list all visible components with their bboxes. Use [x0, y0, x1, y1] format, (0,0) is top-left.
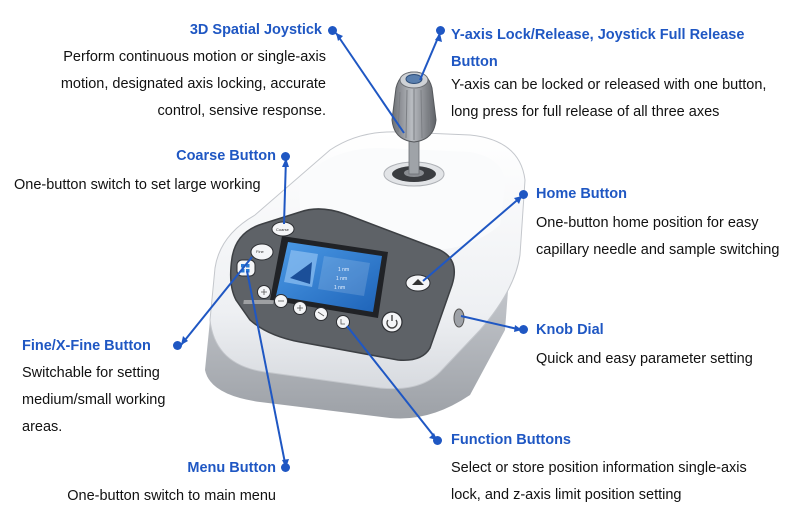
arrow-coarse [282, 158, 289, 167]
yaxis-desc: Y-axis can be locked or released with on… [451, 77, 767, 120]
callout-dot-menu [281, 463, 290, 472]
screen-line-3: 1 nm [334, 285, 345, 291]
callout-dot-fine [173, 341, 182, 350]
yaxis-title: Y-axis Lock/Release, Joystick Full Relea… [451, 27, 745, 70]
home-icon [412, 279, 424, 285]
menu-title: Menu Button [187, 460, 276, 476]
coarse-key [271, 221, 295, 237]
callout-dot-coarse [281, 152, 290, 161]
joystick-desc: Perform continuous motion or single-axis… [60, 49, 326, 119]
callout-dot-knob [519, 325, 528, 334]
leader-home [422, 195, 523, 282]
power-key [381, 311, 403, 333]
screen-ramp [290, 262, 312, 284]
function-title: Function Buttons [451, 432, 572, 448]
callout-dot-function [433, 436, 442, 445]
power-icon [386, 319, 398, 329]
leader-coarse [283, 157, 287, 225]
screen-line-1: 1 nm [338, 267, 349, 273]
arrow-fine [181, 336, 188, 345]
coarse-key-label: Coarse [276, 227, 290, 232]
leader-joystick [335, 32, 405, 134]
fine-key-label: Fine [256, 249, 265, 254]
home-title: Home Button [536, 186, 628, 202]
fine-desc: Switchable for setting medium/small work… [22, 365, 166, 435]
leader-yaxis [419, 32, 441, 81]
leader-function [346, 325, 438, 441]
function-button-5 [336, 315, 350, 329]
callout-dot-yaxis [436, 26, 445, 35]
fine-key [250, 243, 274, 261]
knob-title: Knob Dial [536, 322, 604, 338]
home-desc: One-button home position for easy capill… [536, 215, 780, 258]
yaxis-button [405, 74, 423, 84]
screen-panel-right [318, 256, 370, 296]
menu-grid-icon [241, 264, 250, 273]
screen-line-2: 1 nm [336, 276, 347, 282]
leader-knob [460, 315, 523, 331]
arrow-joystick [336, 33, 343, 41]
menu-desc: One-button switch to main menu [67, 488, 276, 504]
leader-menu [246, 270, 287, 469]
leader-fine [180, 256, 253, 346]
coarse-desc: One-button switch to set large working [14, 177, 261, 193]
coarse-title: Coarse Button [176, 148, 276, 164]
function-desc: Select or store position information sin… [451, 460, 747, 503]
callout-dot-joystick [328, 26, 337, 35]
screen-footer-icons [243, 300, 274, 304]
knob-dial [453, 308, 465, 328]
fine-title: Fine/X-Fine Button [22, 338, 151, 354]
callout-dot-home [519, 190, 528, 199]
arrow-yaxis [435, 33, 442, 42]
knob-desc: Quick and easy parameter setting [536, 351, 753, 367]
joystick-title: 3D Spatial Joystick [189, 22, 322, 38]
